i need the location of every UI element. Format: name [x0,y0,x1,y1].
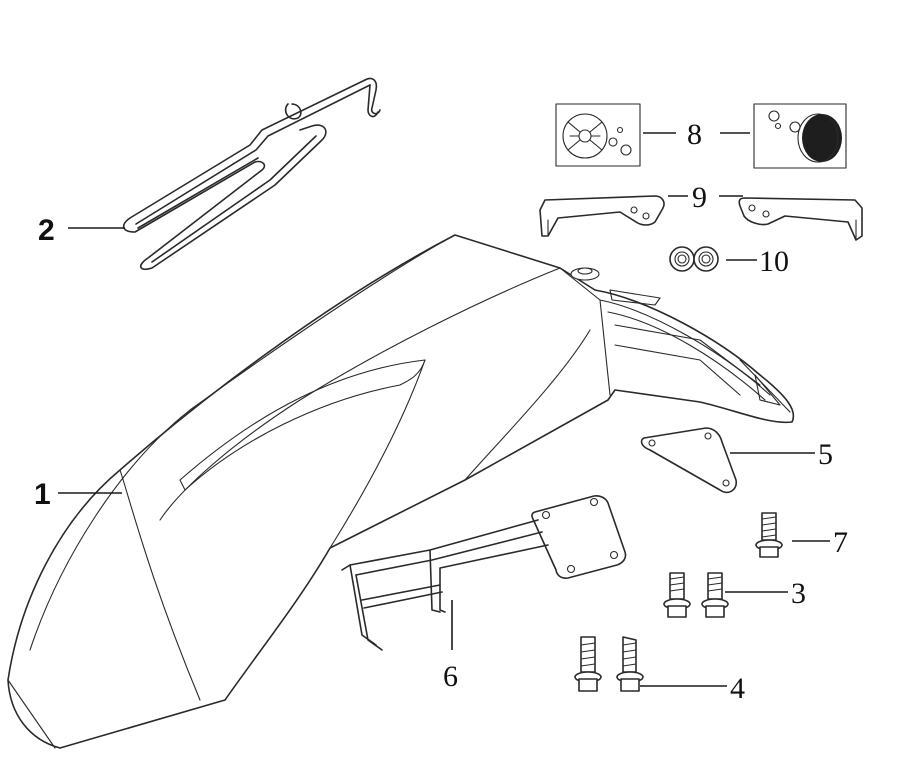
callout-3: 3 [791,577,806,610]
reflector-kit-left [555,103,641,167]
fender-bracket [341,495,627,651]
nut-pair [669,246,719,272]
bolt-3-right [701,572,729,618]
reflector-bracket-left [539,195,665,237]
callout-2: 2 [38,214,55,247]
callout-8: 8 [687,118,702,151]
bolt-4-left [574,636,602,692]
callout-1: 1 [34,478,51,511]
bracket-small [640,427,738,494]
front-fender [7,234,795,749]
leader-lines [58,132,830,687]
callout-4: 4 [730,672,745,705]
reflector-lens [802,114,842,162]
callout-7: 7 [833,526,848,559]
bolt-3-left [663,572,691,618]
callout-10: 10 [759,245,789,278]
callout-5: 5 [818,438,833,471]
brake-hose-guide [122,77,381,271]
reflector-bracket-right [738,197,863,241]
callout-labels: 1 2 3 4 5 6 7 8 9 10 [34,118,848,705]
callout-6: 6 [443,660,458,693]
bolt-4-right [616,636,644,692]
bolt-7 [755,512,783,558]
callout-9: 9 [692,181,707,214]
reflector-kit-right [753,103,847,169]
